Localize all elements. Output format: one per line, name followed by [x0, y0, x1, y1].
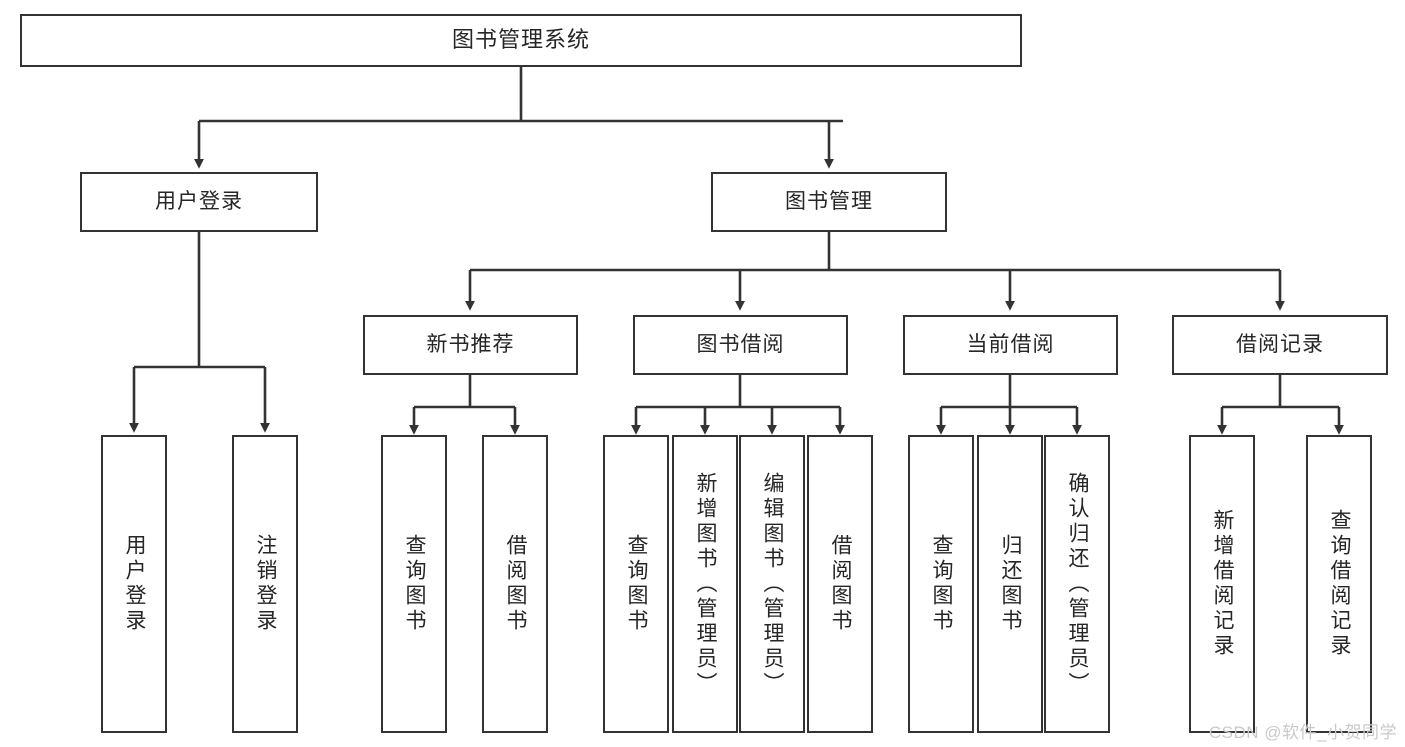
leaf-borrow-book-new[interactable]: 借阅图书	[482, 435, 548, 733]
node-label: 借阅图书	[829, 534, 853, 634]
node-new-book-recommend[interactable]: 新书推荐	[363, 315, 578, 375]
node-label: 查询图书	[403, 534, 427, 634]
node-root-system[interactable]: 图书管理系统	[20, 14, 1022, 67]
csdn-watermark: CSDN @软件_小贺同学	[1208, 723, 1397, 742]
node-label: 编辑图书（管理员）	[761, 471, 785, 697]
node-user-login[interactable]: 用户登录	[80, 172, 318, 232]
node-label: 归还图书	[999, 534, 1023, 634]
node-book-borrow[interactable]: 图书借阅	[633, 315, 848, 375]
node-label: 用户登录	[155, 190, 243, 214]
leaf-edit-book-admin[interactable]: 编辑图书（管理员）	[739, 435, 805, 733]
leaf-add-book-admin[interactable]: 新增图书（管理员）	[672, 435, 738, 733]
node-label: 图书管理系统	[451, 27, 590, 53]
node-label: 当前借阅	[966, 333, 1055, 357]
node-label: 查询图书	[625, 534, 649, 634]
leaf-query-book-new[interactable]: 查询图书	[381, 435, 447, 733]
leaf-query-book-borrow[interactable]: 查询图书	[603, 435, 669, 733]
node-label: 图书借阅	[696, 333, 785, 357]
node-borrow-record[interactable]: 借阅记录	[1172, 315, 1388, 375]
leaf-query-borrow-record[interactable]: 查询借阅记录	[1306, 435, 1372, 733]
leaf-user-logout[interactable]: 注销登录	[232, 435, 298, 733]
node-label: 新增图书（管理员）	[694, 471, 718, 697]
node-label: 借阅图书	[504, 534, 528, 634]
node-label: 查询图书	[930, 534, 954, 634]
leaf-add-borrow-record[interactable]: 新增借阅记录	[1189, 435, 1255, 733]
leaf-confirm-return-admin[interactable]: 确认归还（管理员）	[1044, 435, 1110, 733]
leaf-user-login[interactable]: 用户登录	[101, 435, 167, 733]
node-current-borrow[interactable]: 当前借阅	[903, 315, 1118, 375]
leaf-return-book[interactable]: 归还图书	[977, 435, 1043, 733]
node-book-management[interactable]: 图书管理	[711, 172, 947, 232]
leaf-borrow-book[interactable]: 借阅图书	[807, 435, 873, 733]
node-label: 新书推荐	[426, 333, 515, 357]
node-label: 图书管理	[785, 190, 873, 214]
node-label: 查询借阅记录	[1328, 509, 1352, 659]
node-label: 用户登录	[123, 534, 147, 634]
node-label: 借阅记录	[1236, 333, 1324, 357]
node-label: 新增借阅记录	[1211, 509, 1235, 659]
node-label: 注销登录	[254, 534, 278, 634]
leaf-query-book-current[interactable]: 查询图书	[908, 435, 974, 733]
node-label: 确认归还（管理员）	[1066, 471, 1090, 697]
